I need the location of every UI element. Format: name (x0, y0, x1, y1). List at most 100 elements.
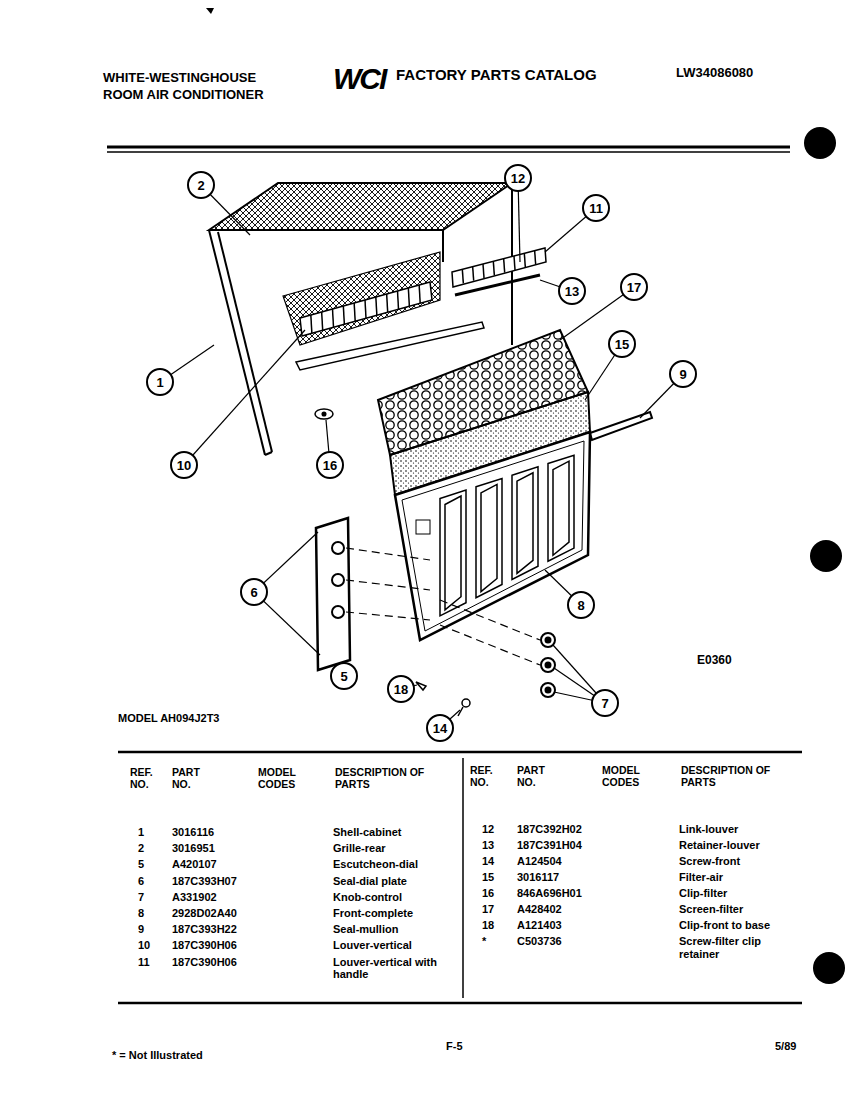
logo: WCI (333, 62, 385, 97)
binder-holes (206, 8, 845, 984)
table-cell: 3016116 (172, 826, 214, 839)
table-cell: 5 (138, 858, 144, 871)
table-cell: 8 (138, 907, 144, 920)
table-cell: * (482, 935, 486, 948)
table-cell: A331902 (172, 891, 217, 904)
control-panel (316, 518, 540, 670)
louver-windows (440, 455, 574, 616)
callout-number: 12 (504, 164, 532, 192)
callout-text: 18 (394, 683, 408, 696)
table-cell: 187C392H02 (517, 823, 582, 836)
table-cell: 16 (482, 887, 494, 900)
table-header: MODEL CODES (602, 764, 652, 788)
table-cell: Link-louver (679, 823, 789, 836)
front-assembly (378, 330, 652, 640)
callout-text: 16 (323, 459, 337, 472)
leader-lines (160, 178, 683, 728)
catalog-title: FACTORY PARTS CATALOG (396, 66, 597, 83)
table-cell: Retainer-louver (679, 839, 789, 852)
table-cell: Grille-rear (333, 842, 455, 855)
control-knobs (541, 633, 555, 697)
callout-text: 11 (589, 202, 603, 215)
callout-text: 10 (177, 459, 191, 472)
callout-number: 16 (316, 451, 344, 479)
table-cell: 18 (482, 919, 494, 932)
table-cell: 9 (138, 923, 144, 936)
table-cell: 15 (482, 871, 494, 884)
callout-number: 15 (608, 330, 636, 358)
table-cell: 3016117 (517, 871, 559, 884)
filter-clip (315, 409, 333, 419)
table-cell: 2928D02A40 (172, 907, 237, 920)
rule-lines (107, 147, 802, 1003)
table-cell: Seal-mullion (333, 923, 455, 936)
table-cell: Escutcheon-dial (333, 858, 455, 871)
table-cell: A124504 (517, 855, 562, 868)
table-header: REF. NO. (130, 766, 164, 790)
table-header: PART NO. (517, 764, 557, 788)
table-cell: 3016951 (172, 842, 215, 855)
callout-text: 15 (615, 338, 629, 351)
table-cell: 11 (138, 956, 150, 969)
callout-text: 1 (156, 376, 163, 389)
louvers (300, 248, 546, 336)
table-cell: 846A696H01 (517, 887, 582, 900)
callout-number: 14 (426, 714, 454, 742)
table-cell: Screen-filter (679, 903, 789, 916)
table-cell: Front-complete (333, 907, 455, 920)
table-cell: C503736 (517, 935, 562, 948)
brand-subtitle: ROOM AIR CONDITIONER (103, 88, 264, 103)
table-cell: 187C391H04 (517, 839, 582, 852)
table-cell: Screw-filter clip retainer (679, 935, 789, 960)
callout-text: 8 (577, 599, 584, 612)
table-cell: Screw-front (679, 855, 789, 868)
callout-text: 6 (250, 586, 257, 599)
callout-number: 10 (170, 451, 198, 479)
callout-text: 13 (565, 285, 579, 298)
table-cell: 187C390H06 (172, 956, 237, 969)
table-cell: 17 (482, 903, 494, 916)
model-number: MODEL AH094J2T3 (118, 712, 219, 725)
footnote: * = Not Illustrated (112, 1049, 203, 1062)
page-number: F-5 (446, 1040, 463, 1053)
callout-number: 13 (558, 277, 586, 305)
table-cell: Filter-air (679, 871, 789, 884)
table-cell: 187C393H22 (172, 923, 237, 936)
callout-text: 14 (433, 722, 447, 735)
callout-number: 18 (387, 675, 415, 703)
table-header: DESCRIPTION OF PARTS (335, 766, 430, 790)
table-cell: 12 (482, 823, 494, 836)
table-cell: 187C393H07 (172, 875, 237, 888)
callout-number: 17 (620, 273, 648, 301)
table-cell: 14 (482, 855, 494, 868)
callout-number: 6 (240, 578, 268, 606)
figure-number: E0360 (697, 654, 732, 668)
table-cell: Louver-vertical with handle (333, 956, 455, 981)
table-cell: Seal-dial plate (333, 875, 455, 888)
table-header: DESCRIPTION OF PARTS (681, 764, 776, 788)
table-cell: Shell-cabinet (333, 826, 455, 839)
table-cell: 2 (138, 842, 144, 855)
callout-text: 5 (340, 670, 347, 683)
table-cell: 6 (138, 875, 144, 888)
table-header: REF. NO. (470, 764, 504, 788)
callout-text: 12 (511, 172, 525, 185)
callout-number: 11 (582, 194, 610, 222)
table-cell: 1 (138, 826, 144, 839)
callout-number: 5 (330, 662, 358, 690)
callout-number: 1 (146, 368, 174, 396)
callout-number: 9 (669, 360, 697, 388)
table-cell: Clip-filter (679, 887, 789, 900)
table-header: MODEL CODES (258, 766, 308, 790)
table-header: PART NO. (172, 766, 212, 790)
callout-number: 8 (567, 591, 595, 619)
table-cell: 13 (482, 839, 494, 852)
callout-text: 17 (627, 281, 641, 294)
callout-text: 7 (601, 697, 608, 710)
callout-text: 9 (679, 368, 686, 381)
table-cell: 7 (138, 891, 144, 904)
table-cell: 10 (138, 939, 150, 952)
table-cell: A428402 (517, 903, 562, 916)
table-cell: Louver-vertical (333, 939, 455, 952)
